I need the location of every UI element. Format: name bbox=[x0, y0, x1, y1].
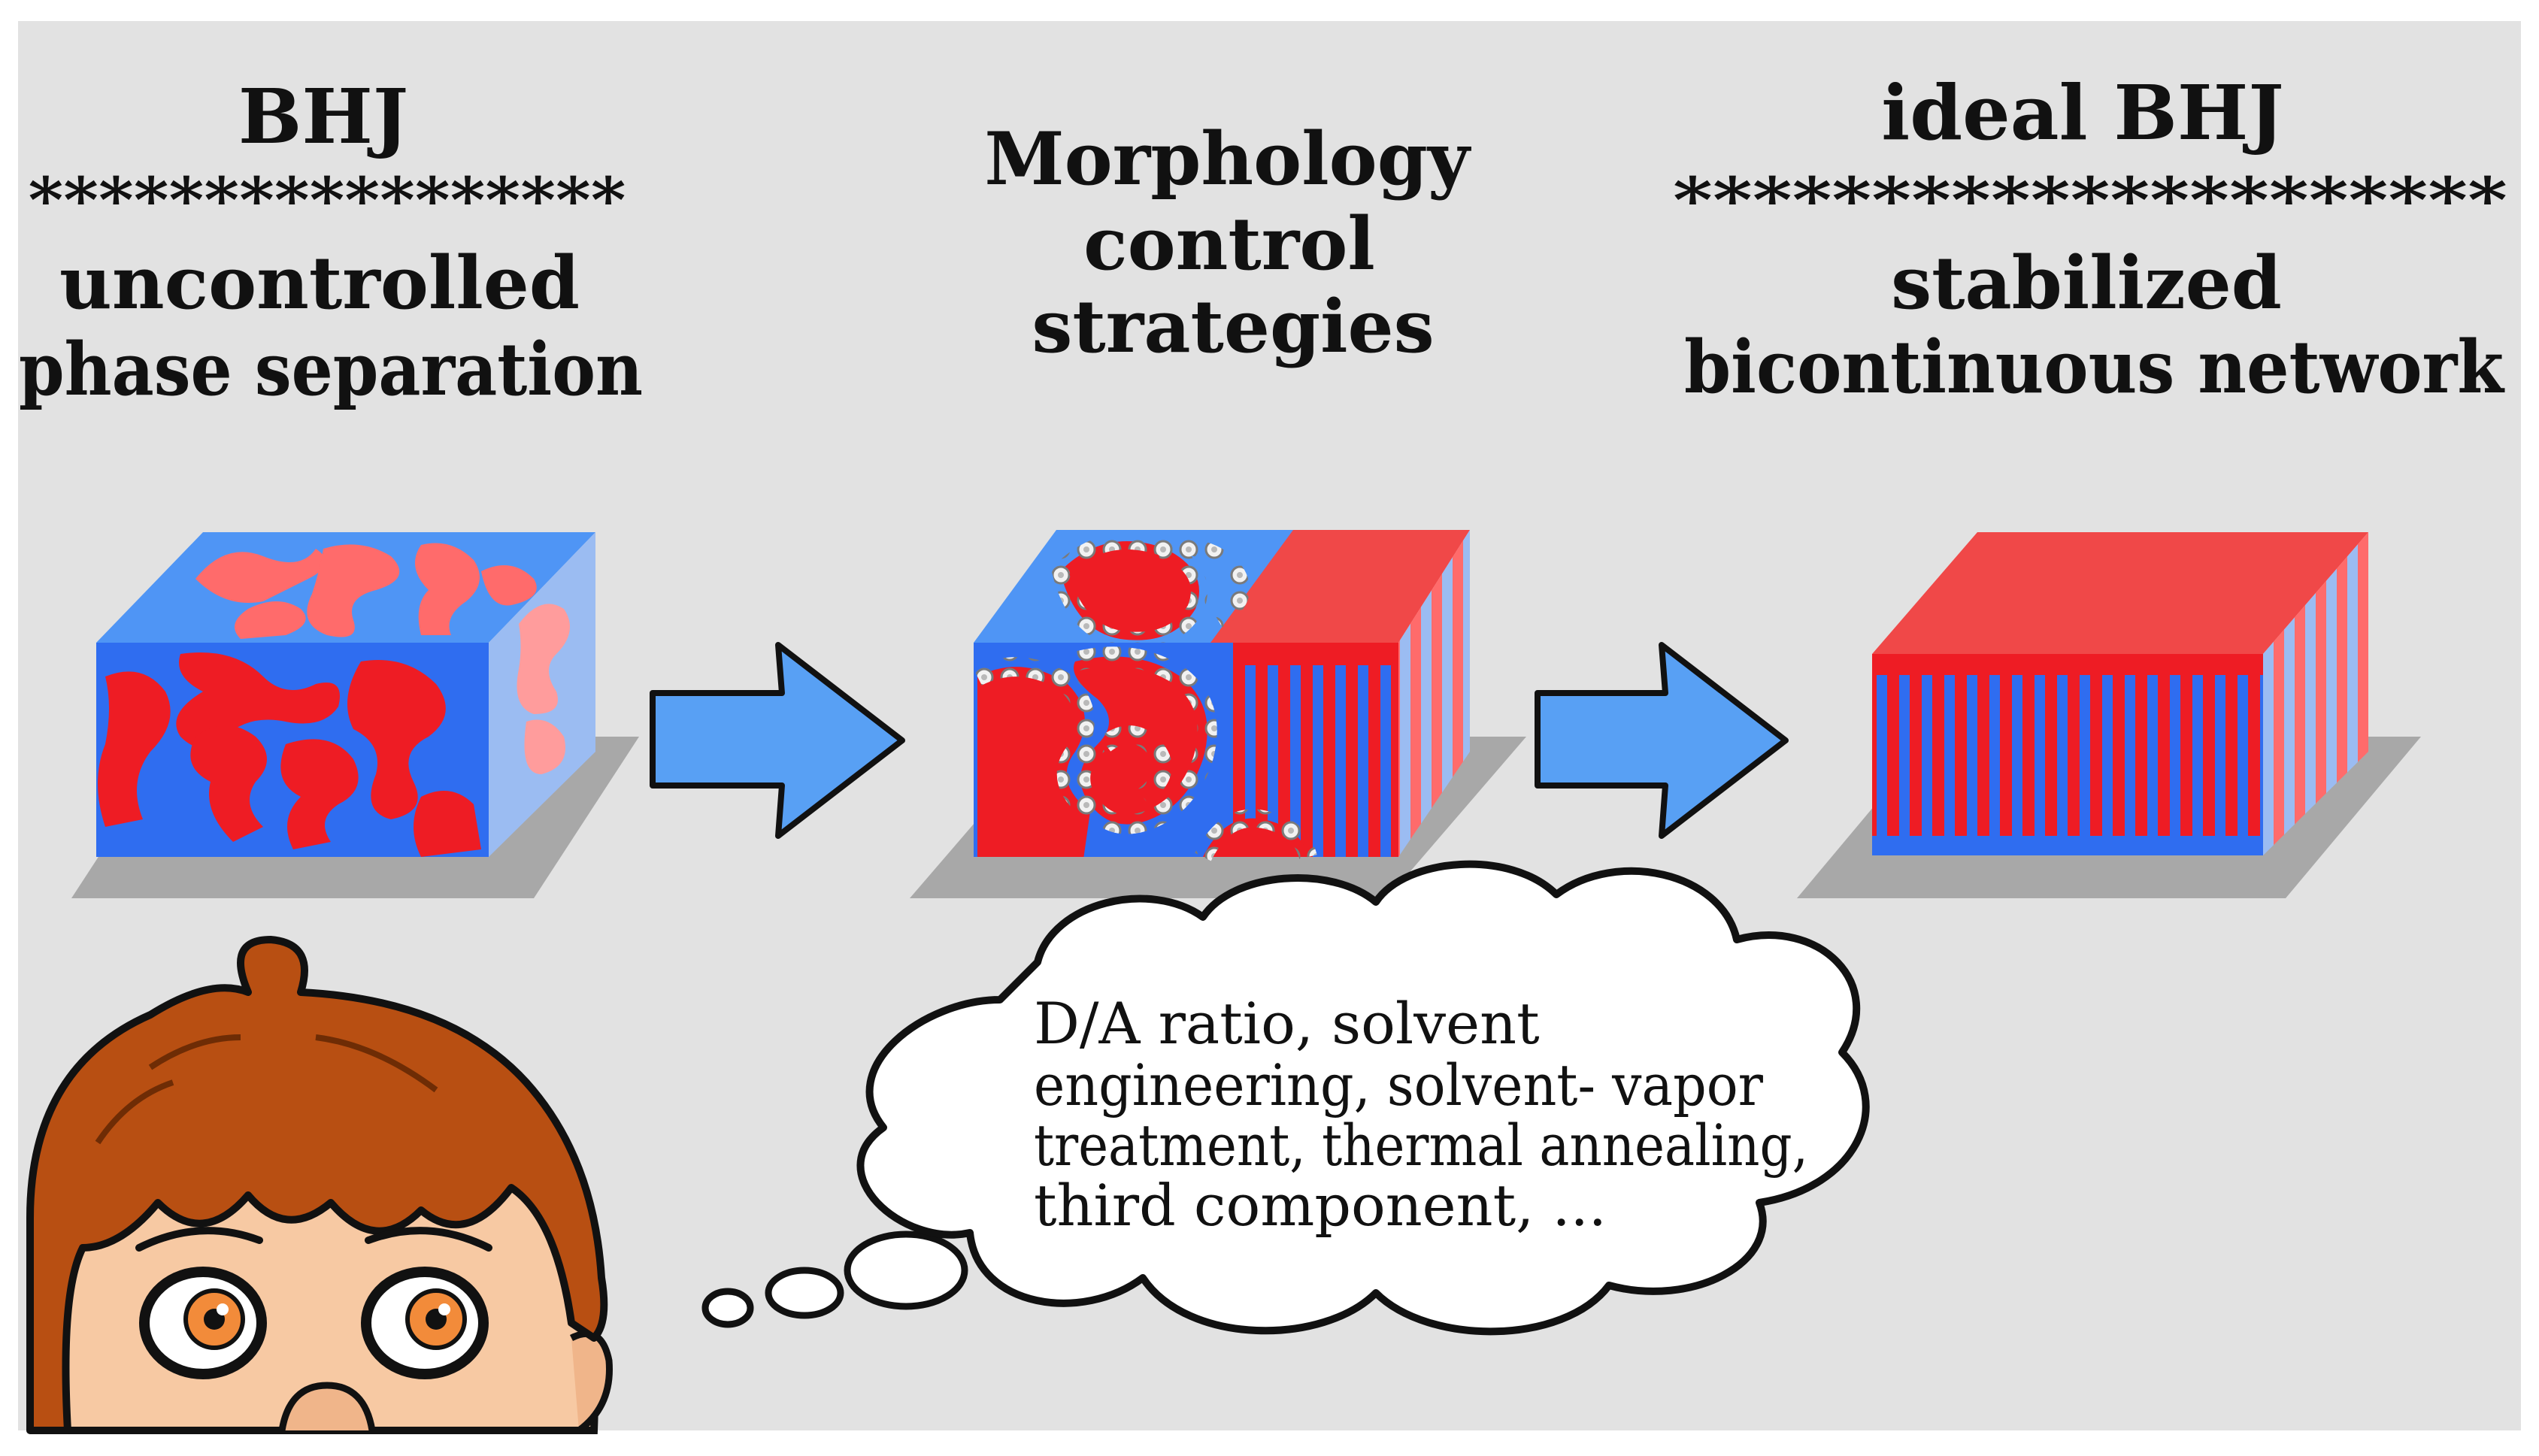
cube-front-blobs bbox=[98, 652, 481, 857]
thought-bubble-icon: D/A ratio, solvent engineering, solvent-… bbox=[701, 860, 1870, 1336]
panel-ideal-text: ideal BHJ ********************* stabiliz… bbox=[1673, 68, 2507, 410]
morphology-heading-line2: control bbox=[1083, 201, 1375, 286]
cube-uncontrolled bbox=[71, 532, 639, 898]
ideal-heading: ideal BHJ bbox=[1881, 68, 2283, 157]
cube-front-face bbox=[1872, 654, 2263, 855]
bhj-stars: ***************** bbox=[29, 165, 626, 237]
cube-side-blobs bbox=[517, 604, 570, 774]
cube-top-blobs bbox=[195, 543, 537, 639]
bubble-line-1: D/A ratio, solvent bbox=[1034, 990, 1540, 1057]
ideal-stars: ********************* bbox=[1673, 165, 2507, 237]
bubble-line-3: treatment, thermal annealing, bbox=[1034, 1112, 1808, 1179]
cube-top-face bbox=[1872, 532, 2368, 654]
panel-bhj-text: BHJ ***************** uncontrolled phase… bbox=[19, 72, 643, 412]
arrow-right-icon bbox=[1535, 642, 1789, 839]
morphology-heading-line1: Morphology bbox=[984, 117, 1471, 201]
morphology-heading-line3: strategies bbox=[1032, 284, 1434, 369]
cube-side-face bbox=[1398, 530, 1470, 857]
cube-top-red bbox=[1210, 530, 1470, 643]
ideal-caption-line2: bicontinuous network bbox=[1684, 325, 2505, 410]
ideal-caption-line1: stabilized bbox=[1891, 241, 2282, 325]
panel-morphology-text: Morphology control strategies bbox=[984, 117, 1471, 369]
cube-side-face bbox=[2263, 532, 2368, 855]
cube-controlled bbox=[910, 530, 1526, 898]
bubble-line-4: third component, ... bbox=[1034, 1172, 1607, 1239]
bhj-caption-line2: phase separation bbox=[19, 327, 643, 412]
bubble-line-2: engineering, solvent- vapor bbox=[1034, 1052, 1764, 1118]
bhj-heading: BHJ bbox=[238, 72, 408, 161]
cube-ideal bbox=[1797, 532, 2421, 898]
character-face-icon bbox=[26, 936, 613, 1434]
bhj-caption-line1: uncontrolled bbox=[59, 241, 580, 325]
arrow-right-icon bbox=[650, 642, 905, 839]
